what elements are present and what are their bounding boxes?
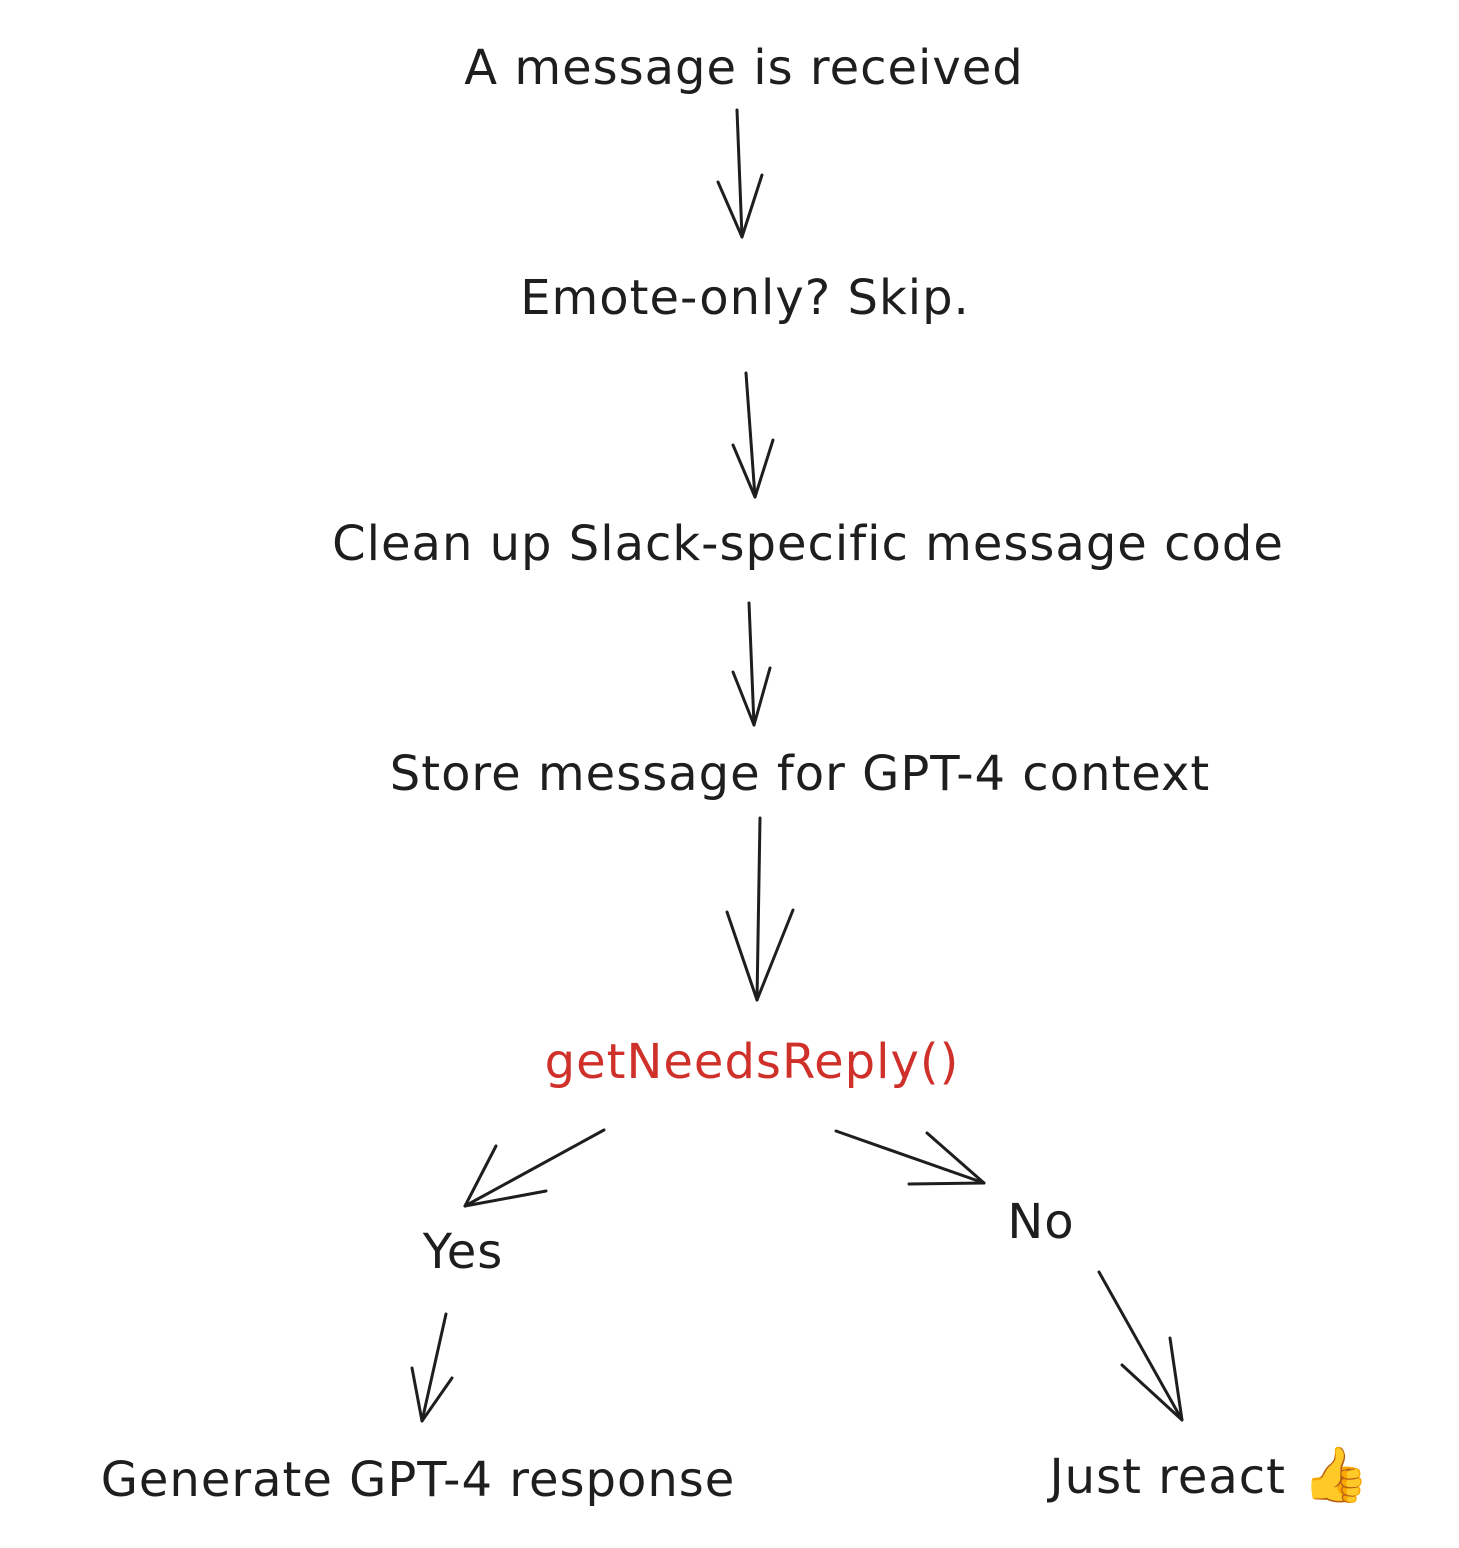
arrow-decision-to-yes [463, 1128, 606, 1208]
node-clean-up-slack-code: Clean up Slack-specific message code [332, 516, 1284, 572]
arrow-no-to-react [1097, 1270, 1184, 1422]
just-react-label: Just react [1049, 1449, 1286, 1505]
arrow-emote-to-cleanup [731, 371, 775, 499]
node-get-needs-reply: getNeedsReply() [544, 1034, 960, 1090]
node-just-react: Just react 👍 [1049, 1448, 1370, 1502]
arrow-cleanup-to-store [731, 601, 772, 727]
node-message-received: A message is received [464, 40, 1024, 96]
node-no: No [1007, 1194, 1075, 1250]
arrow-received-to-emote [716, 108, 764, 239]
node-store-message-context: Store message for GPT-4 context [389, 746, 1211, 802]
thumbs-up-icon: 👍 [1302, 1443, 1371, 1506]
node-generate-response: Generate GPT-4 response [100, 1452, 736, 1508]
arrow-yes-to-generate [410, 1312, 454, 1423]
arrow-decision-to-no [834, 1129, 986, 1186]
arrow-store-to-decision [725, 816, 795, 1002]
node-emote-only-skip: Emote-only? Skip. [520, 270, 970, 326]
node-yes: Yes [422, 1224, 504, 1280]
